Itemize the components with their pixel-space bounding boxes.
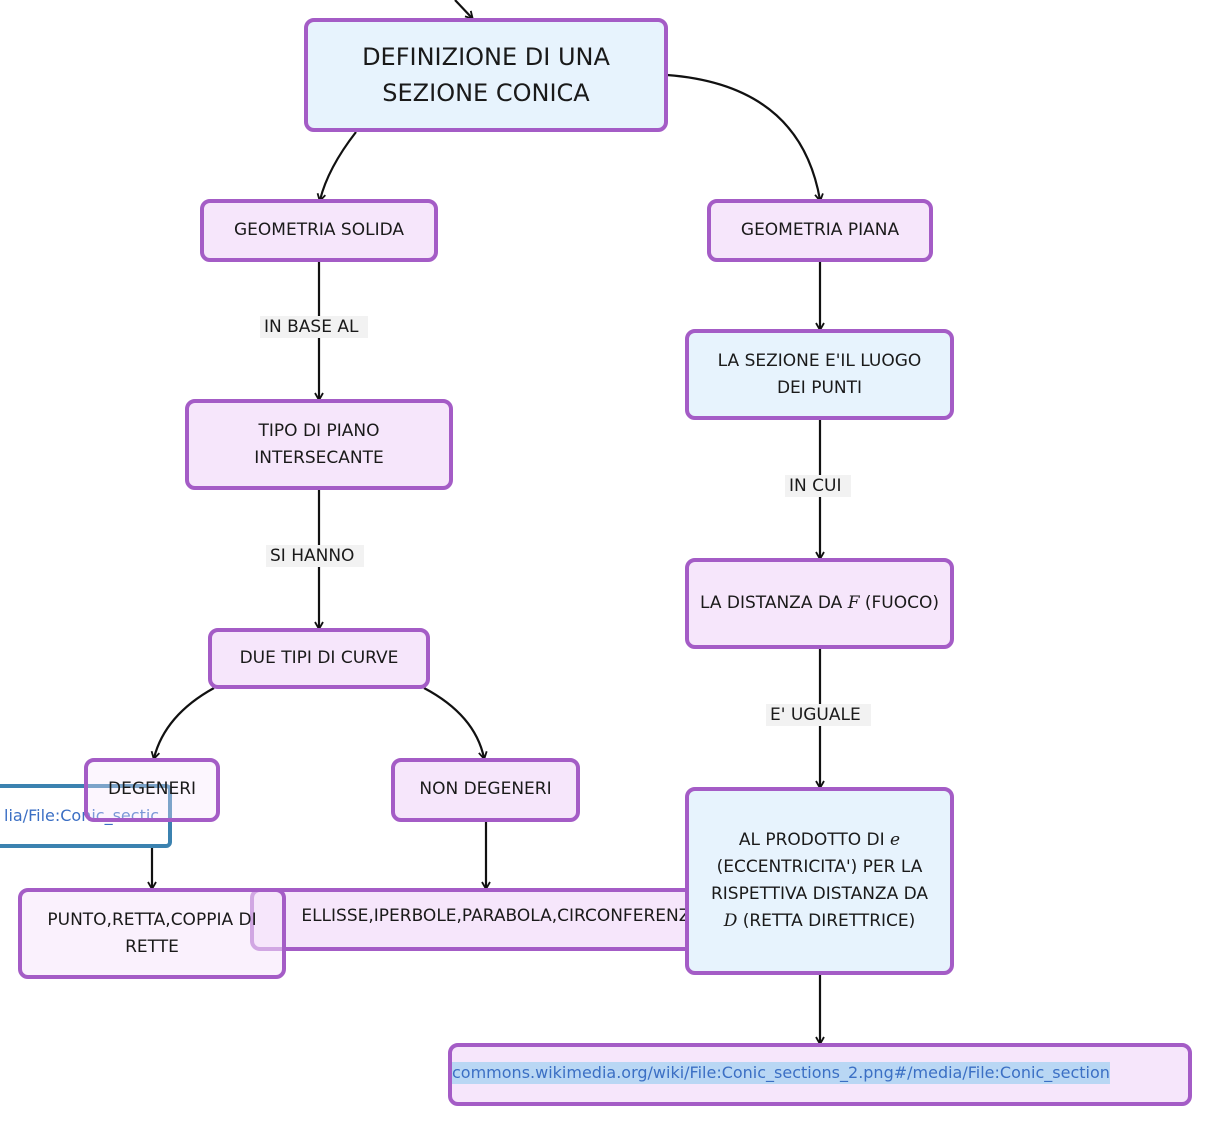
node-curve-non-degeneri-list[interactable]: ELLISSE,IPERBOLE,PARABOLA,CIRCONFERENZA: [250, 888, 720, 951]
node-tipo-di-piano-line1: TIPO DI PIANO: [258, 420, 380, 441]
node-root-line1: DEFINIZIONE DI UNA: [362, 43, 610, 71]
node-luogo-line2: DEI PUNTI: [776, 377, 863, 398]
edge-incoming: [454, 0, 474, 21]
node-prodotto-line2: (ECCENTRICITA') PER LA: [716, 857, 923, 877]
node-prodotto-line4-var: D: [723, 911, 738, 931]
node-due-tipi-label: DUE TIPI DI CURVE: [239, 648, 399, 668]
node-prodotto-line3: RISPETTIVA DISTANZA DA: [710, 884, 929, 904]
node-tipo-di-piano[interactable]: TIPO DI PIANO INTERSECANTE: [185, 399, 453, 490]
edge-label-in-cui: IN CUI: [785, 475, 852, 497]
node-link-wikimedia[interactable]: commons.wikimedia.org/wiki/File:Conic_se…: [448, 1043, 1192, 1106]
edge-curves-degenerate: [150, 687, 215, 761]
edge-root-solid: [316, 131, 357, 203]
node-degeneri-label: DEGENERI: [107, 778, 197, 799]
node-curve-degeneri-list[interactable]: PUNTO,RETTA,COPPIA DI RETTE: [18, 888, 286, 979]
node-non-degeneri[interactable]: NON DEGENERI: [391, 758, 580, 822]
node-tipo-di-piano-line2: INTERSECANTE: [254, 447, 384, 468]
node-root[interactable]: DEFINIZIONE DI UNA SEZIONE CONICA: [304, 18, 668, 132]
node-distanza-suffix: (FUOCO): [859, 593, 940, 613]
edge-label-si-hanno: SI HANNO: [266, 545, 365, 567]
node-degeneri-list-line2: RETTE: [125, 936, 179, 957]
node-prodotto-line4-suffix: (RETTA DIRETTRICE): [737, 911, 916, 931]
node-geometria-piana-label: GEOMETRIA PIANA: [740, 220, 900, 240]
node-geometria-piana[interactable]: GEOMETRIA PIANA: [707, 199, 933, 262]
edge-label-in-base-al: IN BASE AL: [260, 316, 369, 338]
link-wikimedia-text[interactable]: commons.wikimedia.org/wiki/File:Conic_se…: [452, 1061, 1110, 1084]
node-non-degeneri-label: NON DEGENERI: [419, 778, 552, 799]
node-distanza-fuoco[interactable]: LA DISTANZA DA F (FUOCO): [685, 558, 954, 649]
edge-label-e-uguale: E' UGUALE: [766, 704, 871, 726]
node-prodotto-line1-var: e: [890, 830, 901, 850]
node-non-degeneri-list-label: ELLISSE,IPERBOLE,PARABOLA,CIRCONFERENZA: [301, 906, 702, 926]
node-geometria-solida-label: GEOMETRIA SOLIDA: [233, 220, 405, 240]
node-root-line2: SEZIONE CONICA: [382, 79, 590, 107]
node-degeneri[interactable]: DEGENERI: [84, 758, 220, 822]
node-degeneri-list-line1: PUNTO,RETTA,COPPIA DI: [47, 909, 257, 930]
node-luogo-dei-punti[interactable]: LA SEZIONE E'IL LUOGO DEI PUNTI: [685, 329, 954, 420]
node-geometria-solida[interactable]: GEOMETRIA SOLIDA: [200, 199, 438, 262]
node-distanza-var: F: [847, 593, 860, 613]
edge-root-plane: [666, 73, 824, 203]
node-distanza-prefix: LA DISTANZA DA: [699, 593, 848, 613]
node-luogo-line1: LA SEZIONE E'IL LUOGO: [717, 350, 922, 371]
edge-curves-nondegenerate: [423, 687, 488, 761]
node-prodotto-eccentricita[interactable]: AL PRODOTTO DI e (ECCENTRICITA') PER LA …: [685, 787, 954, 975]
node-prodotto-line1-prefix: AL PRODOTTO DI: [738, 830, 891, 850]
node-due-tipi-di-curve[interactable]: DUE TIPI DI CURVE: [208, 628, 430, 689]
